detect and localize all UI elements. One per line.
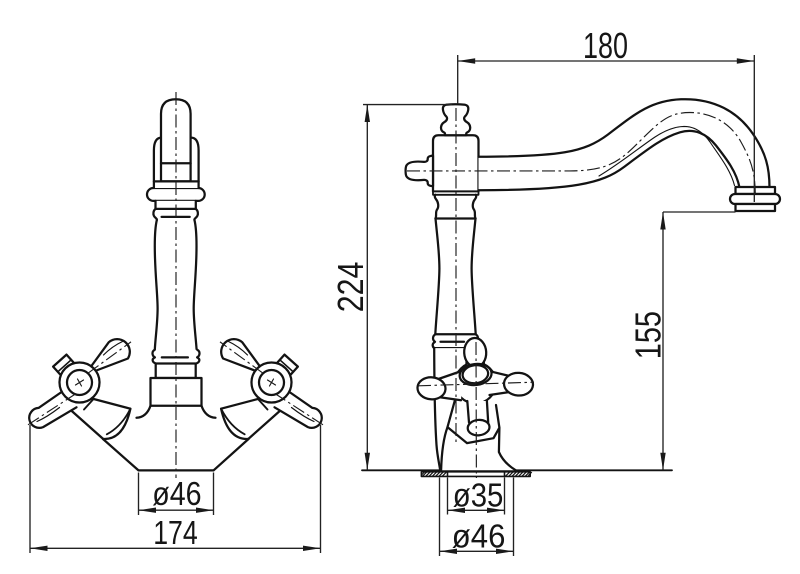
svg-text:ø35: ø35 [453,477,504,514]
svg-text:ø46: ø46 [452,517,506,554]
svg-text:155: 155 [628,311,669,359]
svg-text:180: 180 [583,25,628,66]
svg-text:224: 224 [330,262,371,313]
svg-text:ø46: ø46 [152,475,201,512]
svg-text:174: 174 [153,514,198,551]
